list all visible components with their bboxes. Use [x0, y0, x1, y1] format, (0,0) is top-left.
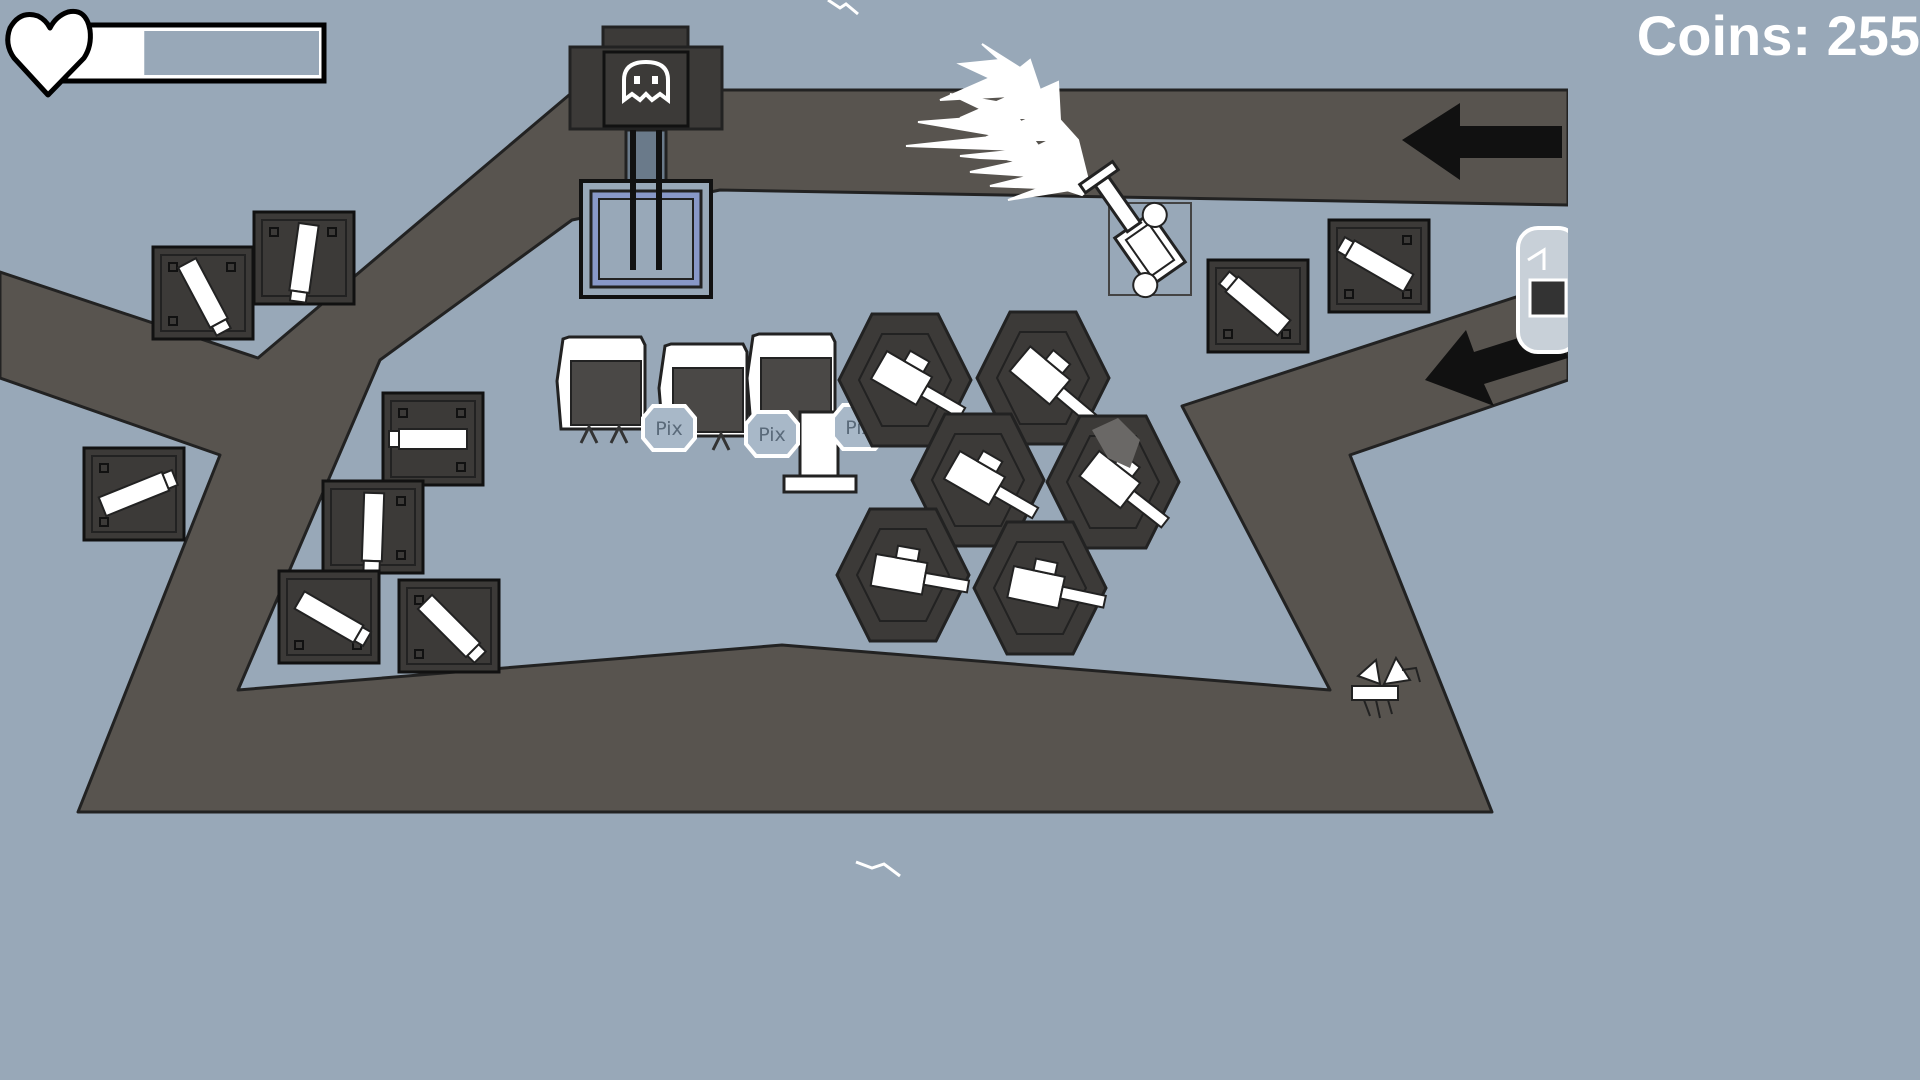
hex-gun-tower[interactable]	[972, 520, 1110, 656]
enemy-scribble	[855, 860, 901, 878]
pix-coin-label: Pix	[758, 424, 786, 446]
cannon-tower[interactable]	[321, 479, 425, 575]
enemy-scribble	[827, 0, 859, 16]
smoke-puff	[1092, 418, 1140, 468]
cannon-tower[interactable]	[397, 578, 501, 674]
cannon-tower[interactable]	[1206, 258, 1310, 354]
hex-gun-tower[interactable]	[910, 412, 1049, 548]
hex-gun-tower[interactable]	[835, 507, 973, 643]
flamethrower-tower[interactable]	[905, 43, 1201, 302]
cannon-tower[interactable]	[381, 391, 485, 487]
direction-arrow-icon	[1402, 103, 1562, 180]
game-field[interactable]: Pix Pix Pix	[0, 0, 1568, 882]
health-bar	[5, 8, 327, 98]
ghost-icon	[622, 59, 670, 104]
cannon-tower[interactable]	[1327, 218, 1431, 314]
player-base[interactable]	[568, 25, 724, 299]
hex-gun-tower[interactable]	[1045, 414, 1182, 550]
pix-coin[interactable]: Pix	[744, 410, 800, 458]
enemy-robot[interactable]	[1516, 226, 1568, 354]
health-fill	[86, 31, 145, 75]
heart-icon	[5, 8, 93, 98]
pix-coin[interactable]: Pix	[641, 404, 697, 452]
enemy-fly[interactable]	[1351, 655, 1421, 719]
cannon-tower[interactable]	[252, 210, 356, 306]
health-empty	[144, 31, 319, 75]
hex-gun-tower[interactable]	[837, 312, 976, 448]
coin-generator[interactable]	[555, 335, 647, 444]
cannon-tower[interactable]	[277, 569, 381, 665]
coins-counter: Coins: 255	[1636, 4, 1920, 67]
cannon-tower[interactable]	[82, 446, 186, 542]
pix-coin-label: Pix	[655, 418, 683, 440]
flame-blast	[905, 43, 1092, 201]
cannon-tower[interactable]	[151, 245, 255, 341]
